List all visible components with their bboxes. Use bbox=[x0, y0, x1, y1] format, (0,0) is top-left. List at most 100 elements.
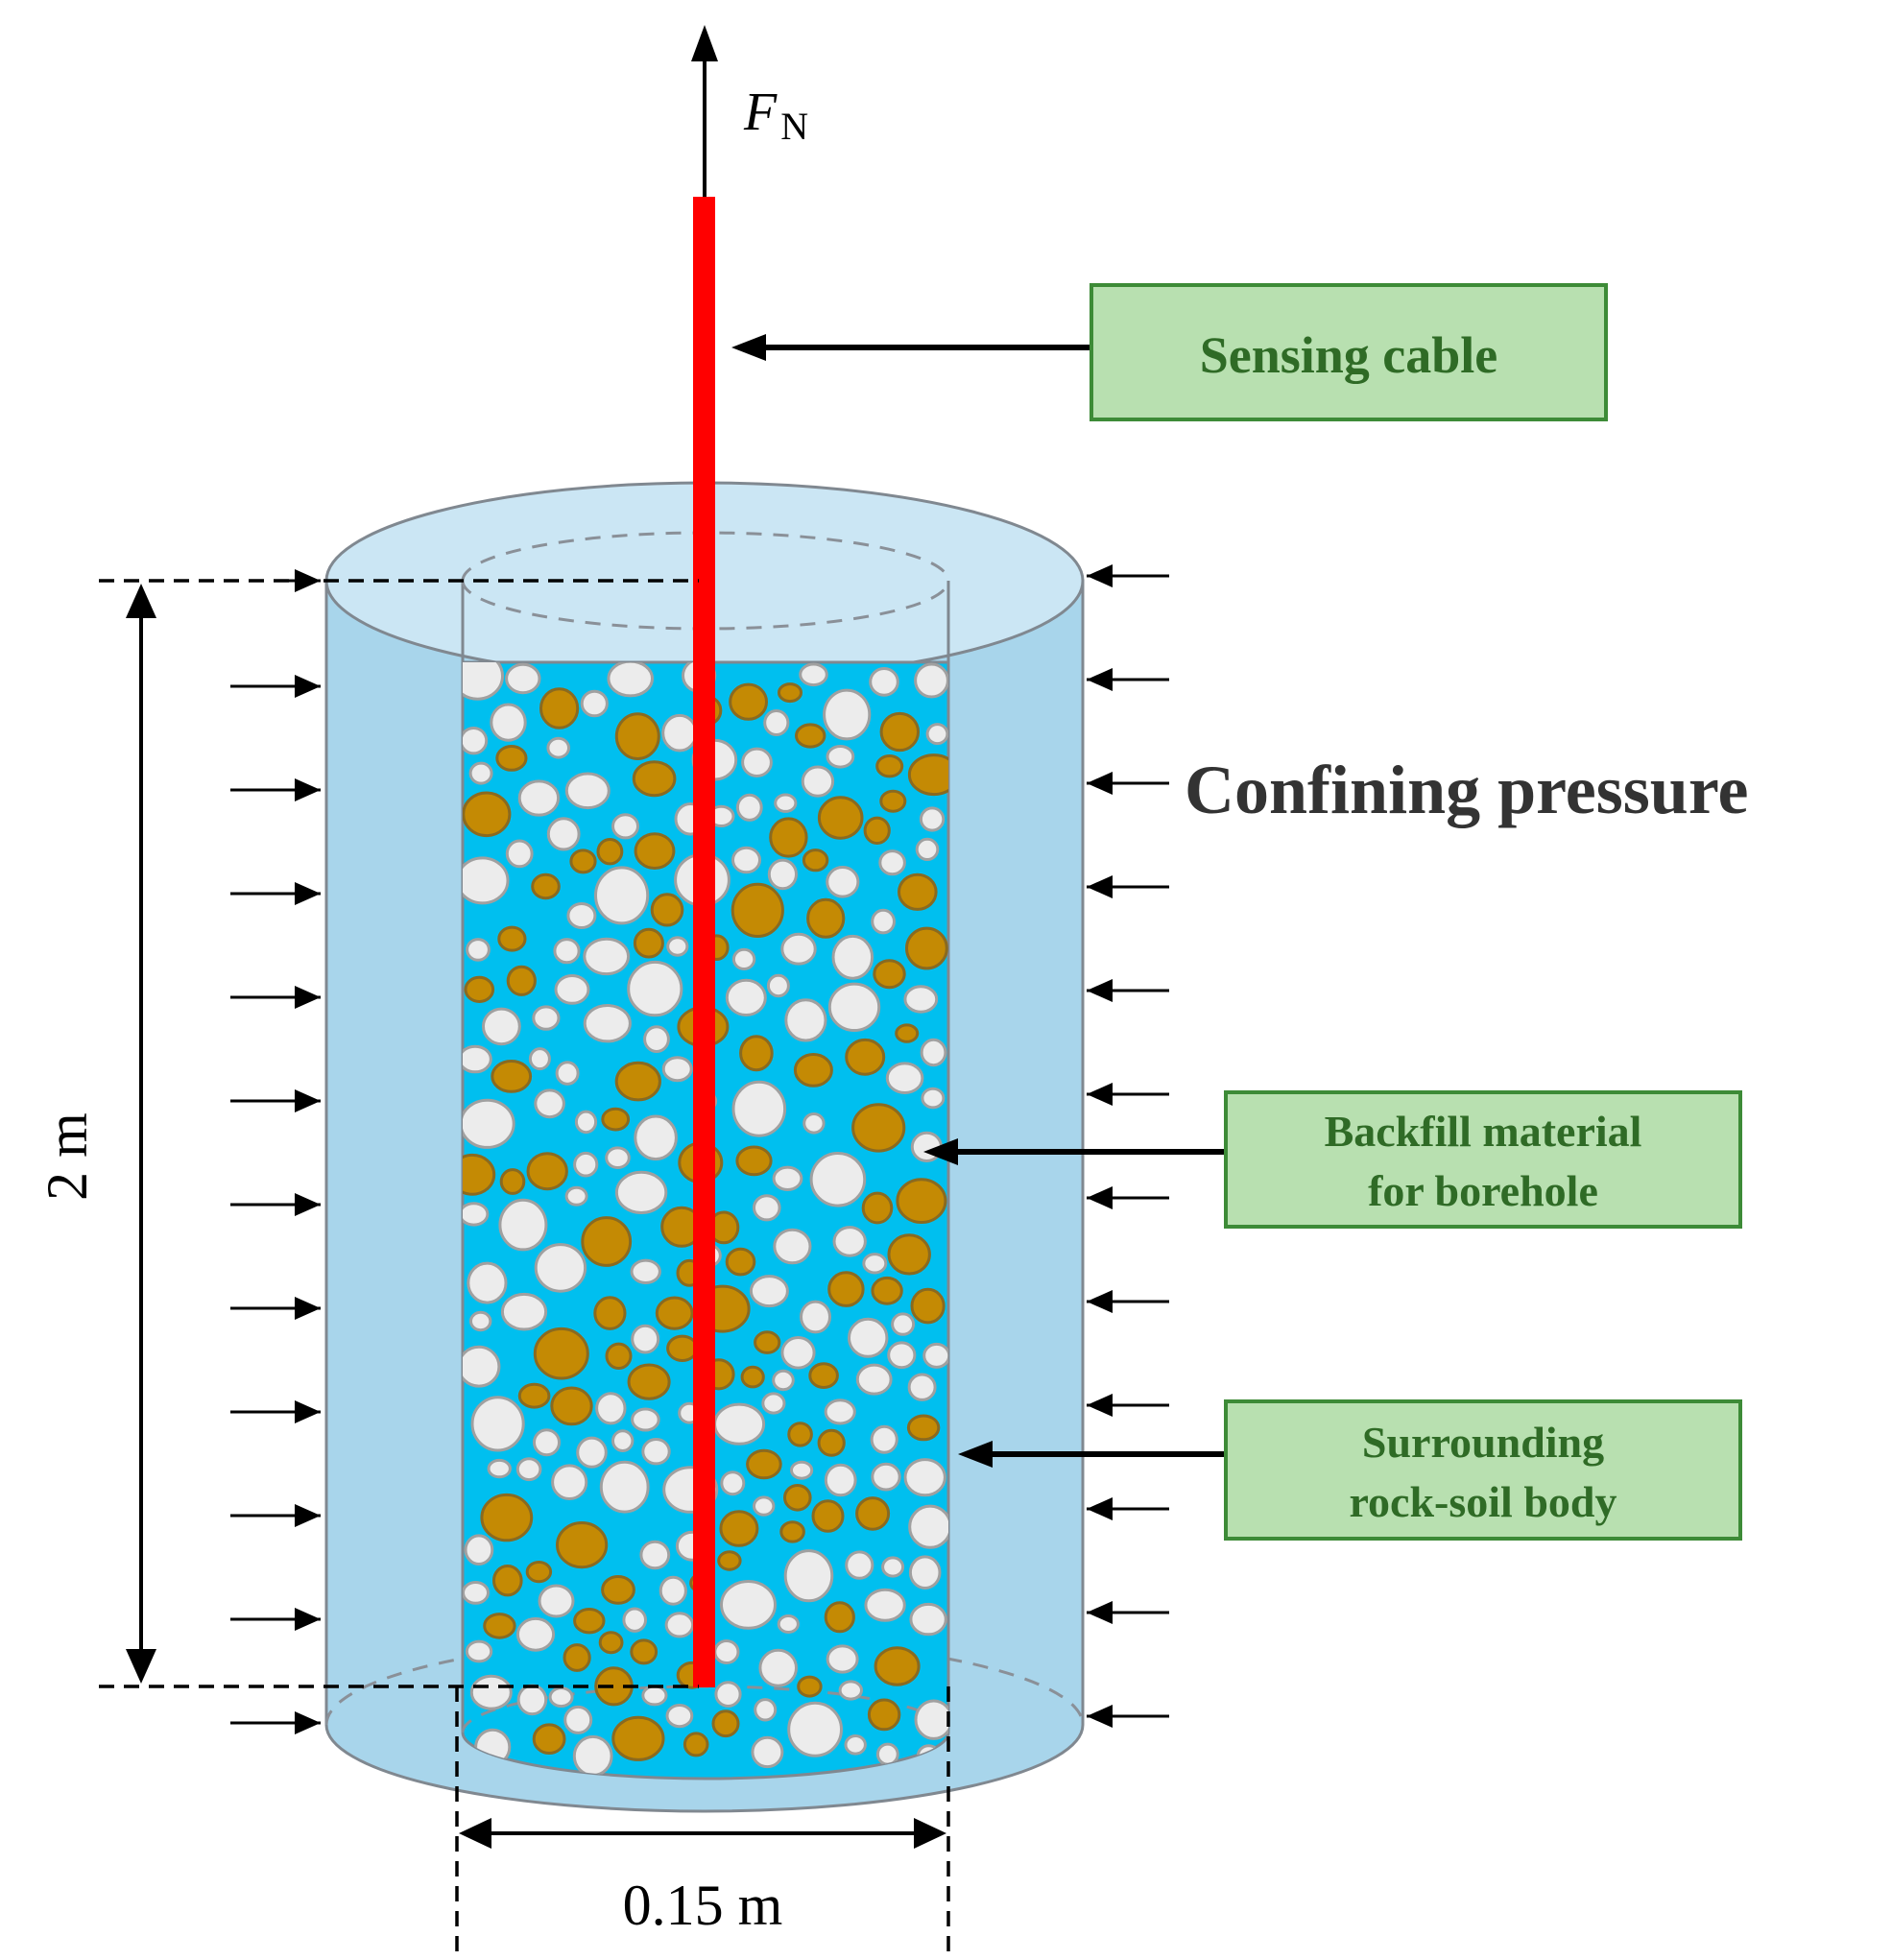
backfill-grain-light bbox=[468, 761, 493, 785]
backfill-grain-light bbox=[753, 1495, 776, 1517]
backfill-grain-light bbox=[572, 1734, 613, 1778]
backfill-grain-brown bbox=[817, 1428, 846, 1457]
backfill-grain-brown bbox=[683, 1732, 709, 1757]
backfill-grain-light bbox=[574, 1110, 598, 1135]
backfill-grain-brown bbox=[802, 849, 829, 872]
backfill-grain-brown bbox=[480, 1493, 534, 1542]
backfill-grain-light bbox=[871, 908, 896, 935]
backfill-grain-light bbox=[469, 1674, 513, 1710]
surrounding-label-line2: rock-soil body bbox=[1349, 1477, 1617, 1526]
backfill-grain-brown bbox=[573, 1608, 606, 1635]
backfill-grain-brown bbox=[655, 1296, 694, 1330]
backfill-grain-light bbox=[731, 846, 761, 874]
backfill-grain-light bbox=[583, 1004, 632, 1043]
sensing-cable-label-box bbox=[1090, 283, 1608, 421]
backfill-grain-light bbox=[713, 1402, 766, 1446]
backfill-grain-light bbox=[763, 709, 790, 736]
backfill-grain-brown bbox=[627, 1363, 671, 1400]
backfill-grain-light bbox=[548, 1686, 574, 1709]
backfill-grain-light bbox=[909, 1602, 947, 1637]
backfill-grain-brown bbox=[526, 1152, 568, 1191]
backfill-grain-light bbox=[665, 1704, 694, 1729]
backfill-grain-brown bbox=[497, 925, 527, 952]
backfill-grain-light bbox=[515, 1457, 542, 1482]
backfill-grain-light bbox=[466, 938, 491, 962]
backfill-grain-brown bbox=[525, 1561, 553, 1584]
backfill-grain-light bbox=[855, 1363, 893, 1396]
backfill-grain-brown bbox=[593, 1296, 627, 1330]
backfill-grain-brown bbox=[906, 1414, 941, 1442]
backfill-grain-brown bbox=[896, 1178, 947, 1224]
backfill-grain-light bbox=[564, 772, 611, 810]
backfill-grain-light bbox=[470, 1396, 525, 1452]
backfill-grain-light bbox=[754, 1698, 778, 1722]
backfill-grain-light bbox=[885, 1062, 924, 1094]
backfill-grain-light bbox=[823, 688, 872, 741]
backfill-grain-light bbox=[564, 1185, 588, 1207]
backfill-grain-brown bbox=[863, 816, 891, 845]
backfill-grain-light bbox=[907, 1373, 937, 1401]
backfill-grain-brown bbox=[633, 927, 664, 959]
backfill-grain-brown bbox=[907, 753, 948, 797]
backfill-grain-light bbox=[831, 934, 874, 980]
backfill-grain-light bbox=[891, 1312, 916, 1336]
backfill-grain-brown bbox=[532, 1723, 566, 1755]
backfill-grain-light bbox=[463, 1581, 490, 1605]
backfill-grain-light bbox=[465, 1639, 493, 1663]
backfill-grain-brown bbox=[824, 1601, 855, 1634]
backfill-grain-light bbox=[720, 1470, 746, 1496]
sensing-cable bbox=[693, 197, 715, 1687]
backfill-callout: Backfill material for borehole bbox=[923, 1090, 1742, 1229]
backfill-grain-brown bbox=[783, 1484, 812, 1512]
sensing-cable-line bbox=[693, 197, 715, 1687]
backfill-grain-light bbox=[908, 1504, 948, 1549]
backfill-grain-brown bbox=[464, 975, 495, 1004]
backfill-grain-brown bbox=[650, 893, 684, 927]
backfill-grain-light bbox=[469, 1310, 492, 1332]
backfill-grain-light bbox=[641, 1685, 668, 1707]
backfill-grain-light bbox=[881, 1556, 905, 1578]
backfill-grain-light bbox=[908, 1555, 942, 1590]
backfill-grain-light bbox=[622, 1607, 648, 1633]
backfill-grain-light bbox=[758, 1648, 799, 1687]
backfill-grain-light bbox=[517, 779, 561, 817]
backfill-grain-light bbox=[875, 1742, 899, 1766]
backfill-grain-light bbox=[554, 974, 590, 1005]
backfill-grain-brown bbox=[793, 1053, 833, 1088]
backfill-grain-light bbox=[799, 662, 828, 687]
backfill-grain-brown bbox=[861, 1191, 894, 1225]
backfill-label-line2: for borehole bbox=[1368, 1166, 1598, 1215]
backfill-grain-brown bbox=[879, 789, 907, 813]
backfill-grain-brown bbox=[634, 832, 676, 870]
backfill-grain-brown bbox=[797, 1675, 823, 1698]
backfill-grain-light bbox=[845, 1550, 874, 1580]
backfill-grain-light bbox=[862, 1253, 888, 1275]
backfill-grain-light bbox=[631, 1407, 660, 1432]
backfill-grain-light bbox=[583, 937, 631, 976]
height-dimension: 2 m bbox=[36, 579, 699, 1688]
backfill-grain-brown bbox=[719, 1510, 759, 1547]
backfill-grain-brown bbox=[910, 1287, 946, 1325]
backfill-grain-light bbox=[838, 1680, 863, 1701]
backfill-grain-light bbox=[800, 1300, 831, 1334]
backfill-grain-light bbox=[463, 856, 510, 905]
backfill-grain-light bbox=[614, 1170, 668, 1215]
height-dim-label: 2 m bbox=[36, 1112, 99, 1201]
backfill-grain-brown bbox=[717, 1550, 742, 1571]
backfill-grain-light bbox=[713, 1639, 740, 1664]
backfill-grain-brown bbox=[539, 687, 580, 729]
borehole-wall-upper bbox=[461, 581, 950, 662]
backfill-grain-light bbox=[630, 1258, 661, 1285]
backfill-grain-light bbox=[824, 1463, 857, 1497]
backfill-grain-light bbox=[463, 662, 504, 701]
backfill-grain-light bbox=[790, 1460, 814, 1480]
backfill-grain-brown bbox=[875, 754, 904, 778]
backfill-grain-light bbox=[534, 1088, 565, 1119]
backfill-grain-brown bbox=[632, 760, 677, 798]
backfill-grain-light bbox=[661, 713, 698, 753]
sensing-cable-label: Sensing cable bbox=[1200, 326, 1498, 384]
backfill-grain-brown bbox=[874, 1646, 921, 1686]
